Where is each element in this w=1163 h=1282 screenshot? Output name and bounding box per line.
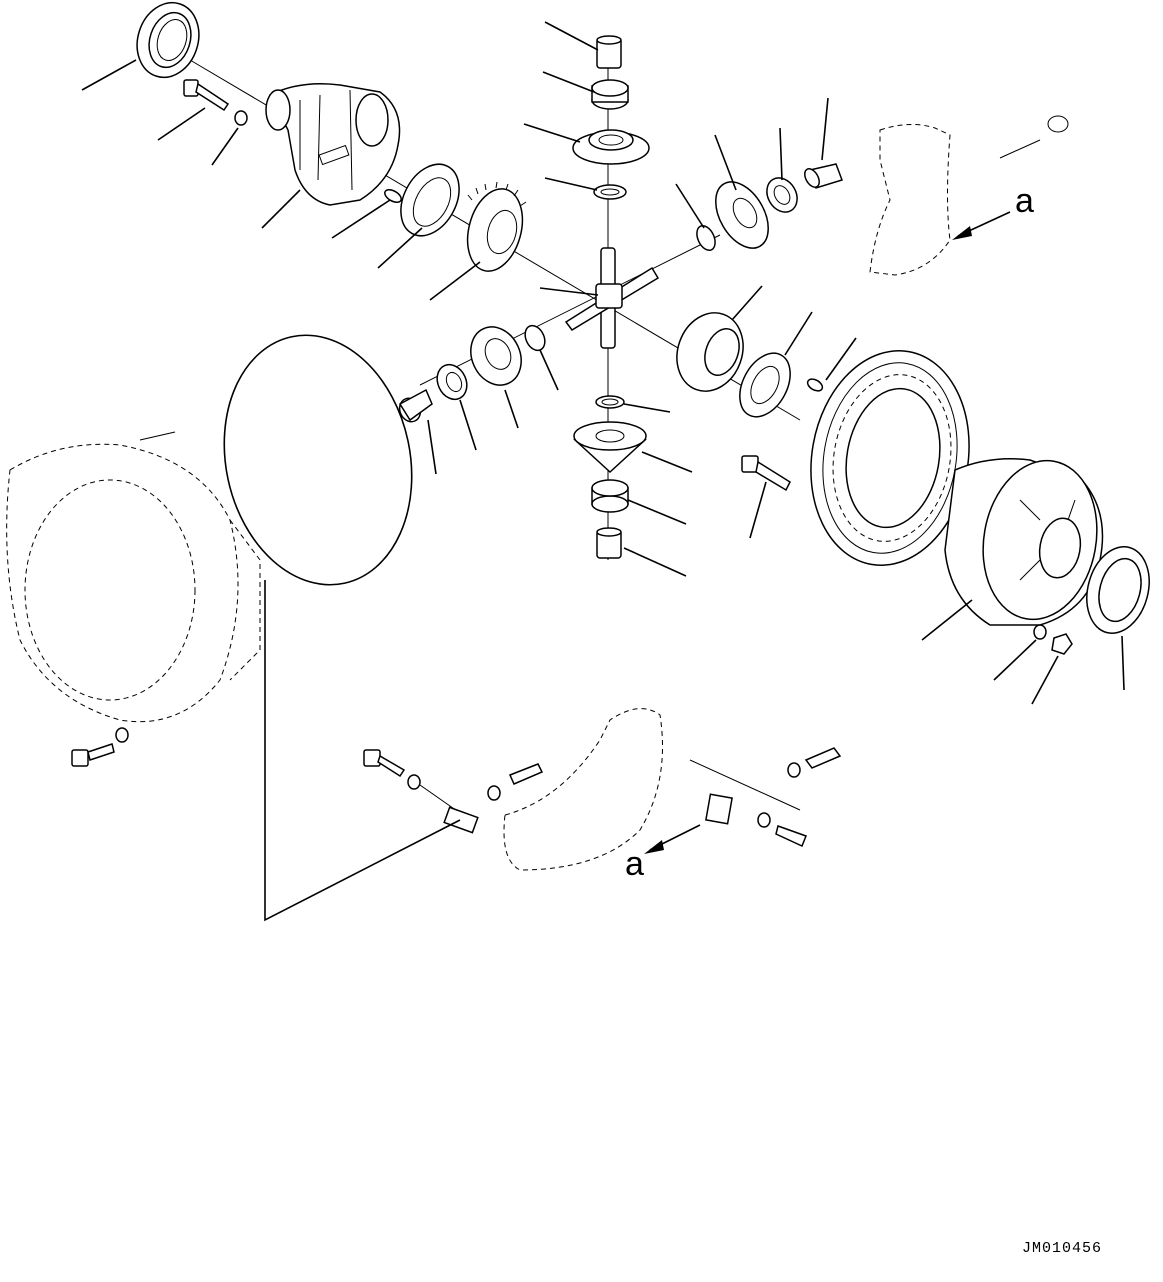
top-pinion-washer bbox=[593, 184, 627, 200]
right-side-gear bbox=[676, 312, 744, 392]
leader-lines bbox=[81, 21, 1125, 705]
cover-plate bbox=[503, 708, 663, 871]
upper-right-bracket bbox=[869, 115, 1069, 276]
bottom-pinion-bearing bbox=[591, 479, 629, 513]
right-washer-nut bbox=[1033, 624, 1073, 655]
right-pin bbox=[806, 378, 824, 392]
view-label-a-lower: a bbox=[625, 845, 644, 883]
cover-bracket-left bbox=[443, 806, 479, 834]
lower-left-bushing bbox=[398, 388, 433, 423]
centre-lines bbox=[189, 59, 801, 821]
assembly-link-line bbox=[264, 580, 461, 922]
lower-left-bearing bbox=[436, 363, 468, 401]
left-differential-case bbox=[265, 83, 401, 206]
left-side-gear bbox=[466, 181, 527, 272]
right-bearing bbox=[766, 177, 798, 213]
cover-bracket-right bbox=[705, 793, 733, 825]
top-pinion-bearing bbox=[591, 79, 629, 110]
ring-gear bbox=[810, 350, 970, 566]
bottom-pinion-gear bbox=[573, 421, 647, 474]
right-thrust-washer bbox=[739, 352, 791, 418]
view-label-a-upper: a bbox=[1015, 182, 1034, 220]
right-snap-ring bbox=[696, 224, 716, 252]
lower-view-arrow: a bbox=[625, 824, 701, 883]
left-thrust-washer bbox=[400, 163, 460, 237]
axle-housing bbox=[6, 431, 261, 723]
right-pinion-gear bbox=[715, 181, 769, 249]
ring-gear-bolt bbox=[741, 455, 791, 492]
lower-left-pinion-gear bbox=[470, 326, 522, 386]
bottom-pinion-washer bbox=[595, 395, 625, 409]
bottom-bushing bbox=[596, 527, 622, 559]
top-bushing bbox=[596, 35, 622, 69]
right-bushing bbox=[804, 163, 843, 189]
upper-view-arrow: a bbox=[952, 182, 1034, 240]
large-o-ring bbox=[223, 334, 413, 586]
cover-bolts bbox=[363, 747, 842, 848]
housing-bolt bbox=[71, 727, 129, 767]
upper-left-bolt bbox=[183, 79, 248, 126]
right-oil-seal bbox=[1086, 546, 1150, 634]
spider-cross bbox=[564, 247, 660, 349]
top-pinion-gear bbox=[572, 129, 650, 165]
small-pin bbox=[384, 189, 402, 203]
left-oil-seal bbox=[136, 1, 200, 79]
drawing-code: JM010456 bbox=[1022, 1240, 1102, 1257]
lower-left-washer bbox=[524, 324, 546, 352]
